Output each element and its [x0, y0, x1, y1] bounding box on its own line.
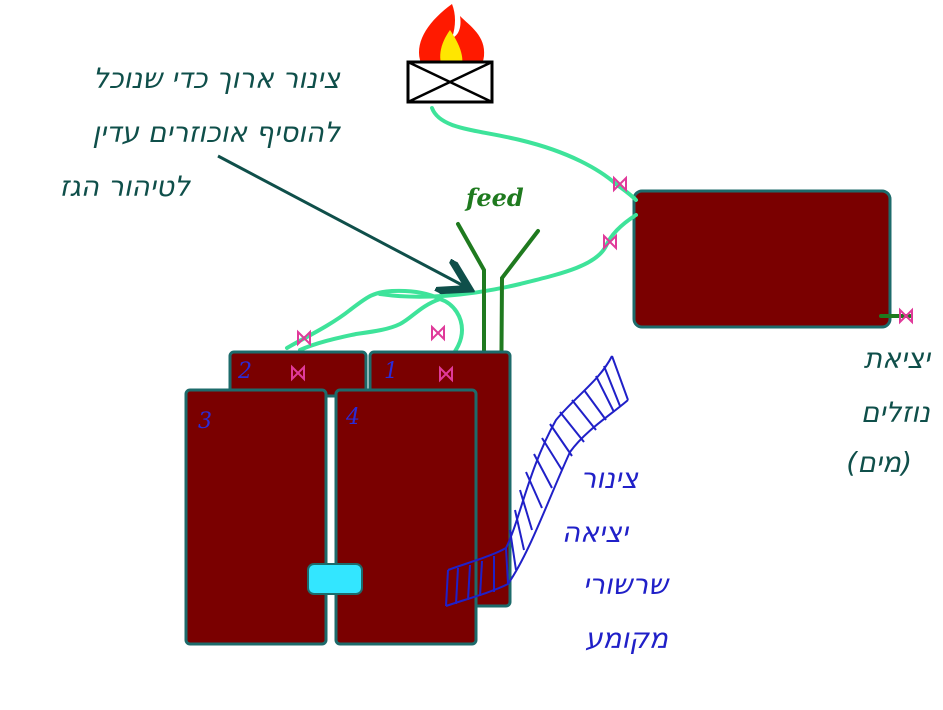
tank-number-4: 4 — [345, 405, 360, 430]
burner — [406, 4, 494, 104]
tank-4 — [334, 388, 478, 646]
valve-icon — [613, 175, 627, 193]
tank-3 — [184, 388, 328, 646]
hose-label-line3: שרשורי — [583, 568, 670, 601]
valve-icon — [291, 364, 305, 382]
outlet-label-line1: יציאת — [864, 342, 932, 375]
top-note-line1: צינור ארוך כדי שנוכל — [93, 62, 341, 95]
sight-window — [307, 563, 363, 595]
hose-label-line2: יציאה — [562, 516, 630, 549]
valve-icon — [899, 307, 913, 325]
flexible-hose — [445, 355, 629, 607]
tank-number-1: 1 — [384, 359, 398, 384]
outlet-label-line2: נוזלים — [861, 396, 931, 429]
top-note-line3: לטיהור הגז — [60, 170, 192, 203]
collection-vessel — [632, 189, 892, 329]
valve-icon — [431, 324, 445, 342]
valve-icon — [603, 233, 617, 251]
hose-label-line1: צינור — [580, 462, 638, 495]
vessel-gas-pipe — [378, 213, 638, 299]
tank-number-3: 3 — [198, 409, 212, 434]
valve-icon — [439, 365, 453, 383]
burner-box-icon — [406, 60, 494, 104]
top-note-line2: להוסיף אוכוזרים עדין — [92, 116, 341, 149]
outlet-label-line3: (מים) — [846, 446, 912, 479]
tank-number-2: 2 — [237, 359, 252, 384]
arrow-icon — [217, 154, 464, 286]
valve-icon — [297, 329, 311, 347]
hose-label-line4: מקומע — [585, 622, 669, 655]
feed-label: feed — [464, 183, 524, 212]
burner-gas-pipe — [430, 106, 638, 202]
valves — [291, 175, 913, 383]
